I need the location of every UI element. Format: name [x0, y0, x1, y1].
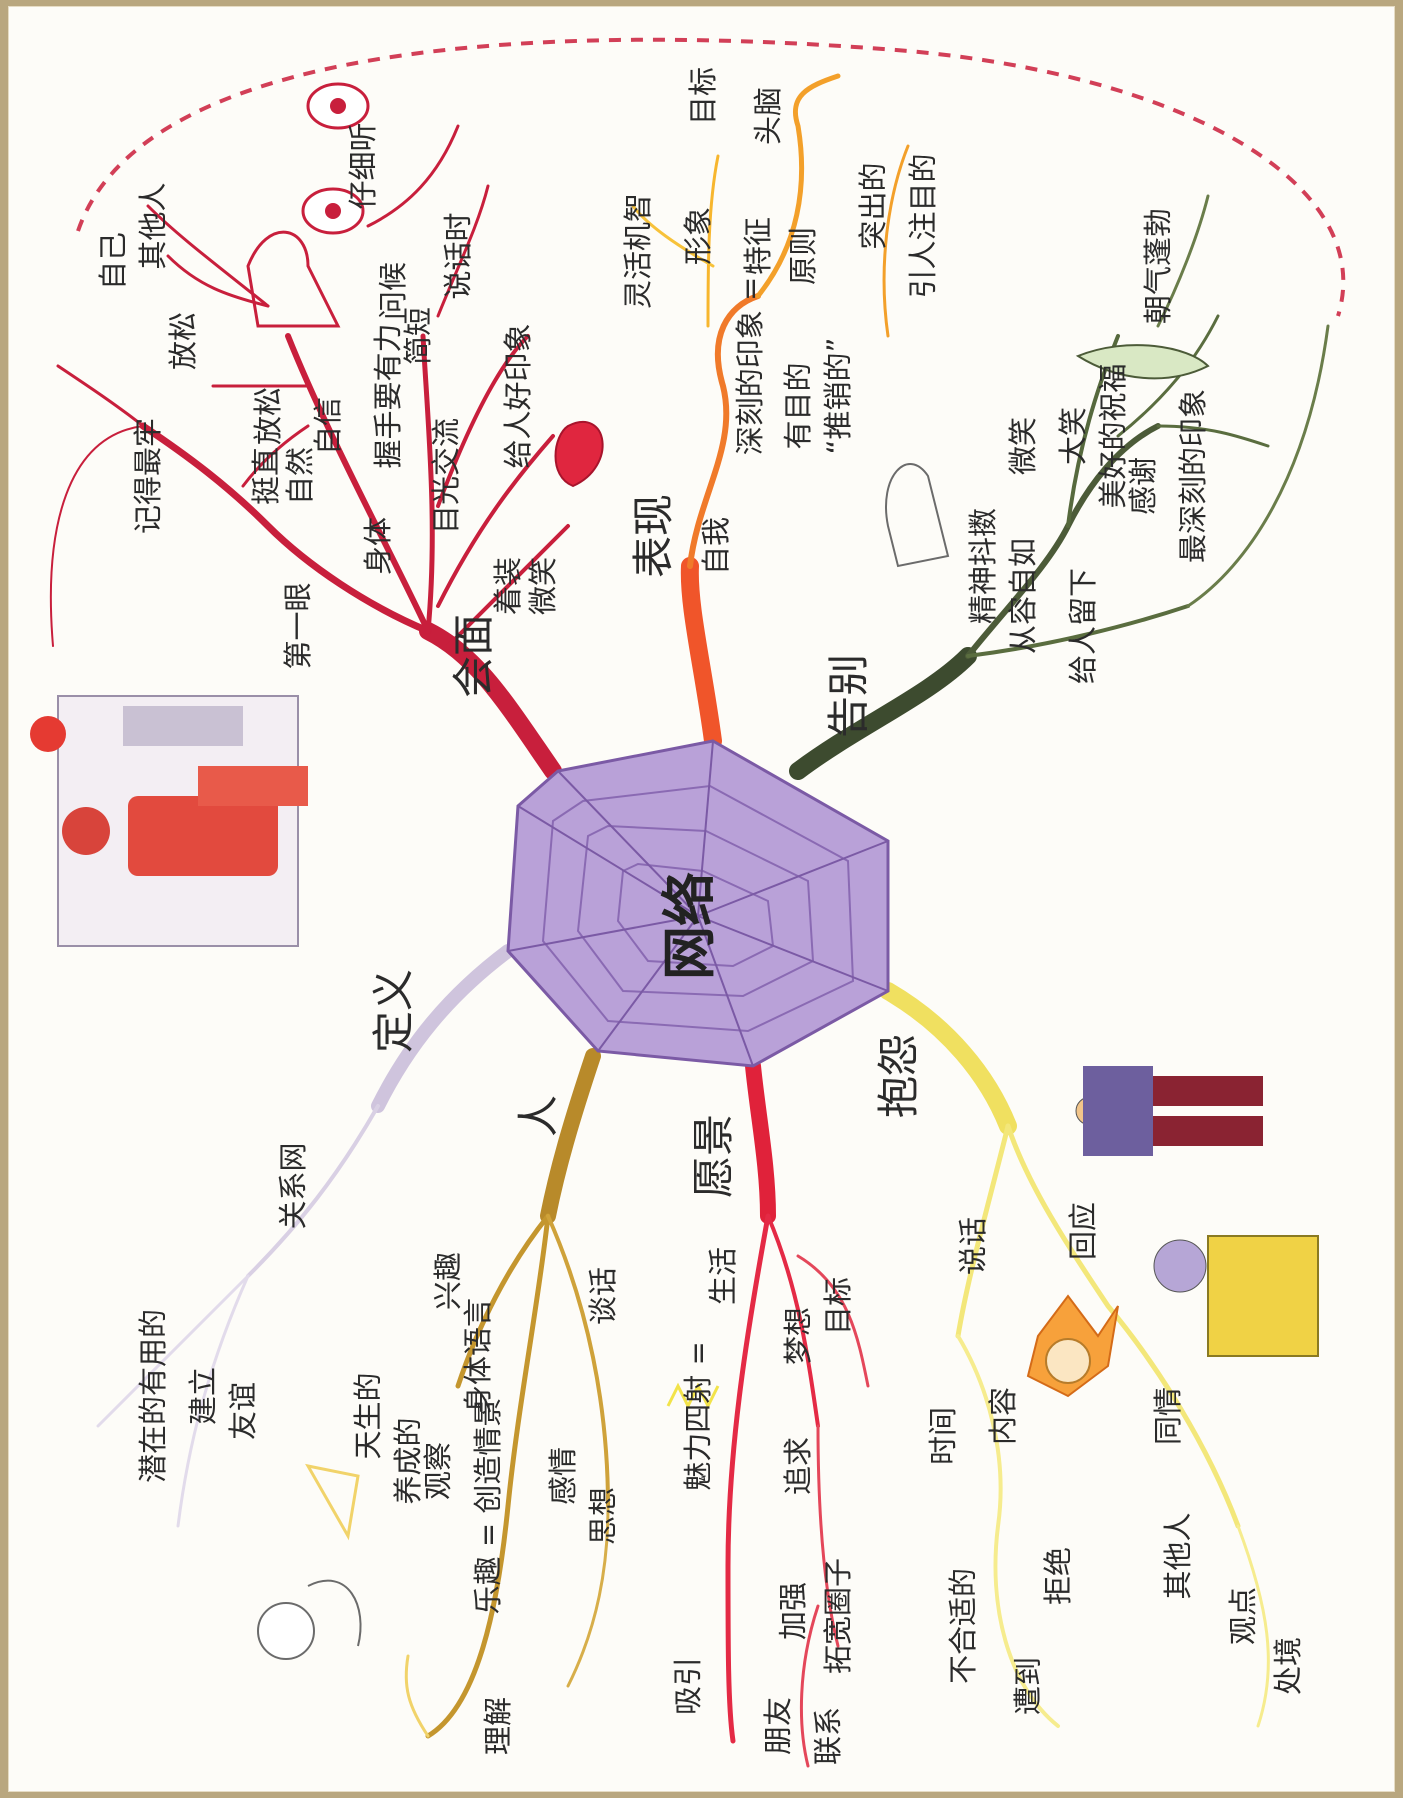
farewell-laugh-label: 大笑	[1056, 407, 1090, 465]
people-feelings-label: 感情	[546, 1447, 580, 1505]
definition-label: 定义	[369, 969, 418, 1053]
complain-sympathy-label: 同情	[1151, 1387, 1185, 1445]
farewell-smile-label: 微笑	[1006, 417, 1040, 475]
farewell-energetic-label: 精神抖擞	[966, 508, 1000, 624]
illustration-mouth	[556, 422, 603, 486]
vision-charm-label: 魅力四射 =	[681, 1341, 715, 1491]
meet-smile-label: 微笑	[526, 557, 560, 615]
illustration-meeting-scene	[30, 696, 308, 946]
people-observe-label: 观察	[421, 1442, 455, 1500]
mind-map-page: 网络 会面 第一眼 身体 挺直 自然 放松 自信 握手要有力 目光交流 给人好印…	[8, 6, 1395, 1792]
definition-potential-label: 潜在的有用的	[136, 1309, 170, 1483]
vision-expand-label: 拓宽圈子	[821, 1558, 855, 1674]
meet-others-label: 其他人	[136, 182, 170, 269]
farewell-wishes-label: 美好的祝福	[1096, 363, 1130, 508]
show-stand-out-label: 突出的	[856, 162, 890, 249]
show-purposeful-label: 有目的	[781, 362, 815, 449]
complain-content-label: 内容	[986, 1387, 1020, 1445]
people-understand-label: 理解	[481, 1697, 515, 1755]
people-conversation-label: 谈话	[586, 1267, 620, 1325]
vision-life-label: 生活	[706, 1247, 740, 1305]
definition-network-label: 关系网	[276, 1142, 310, 1229]
meet-remember-label: 记得最牢	[131, 418, 165, 534]
illustration-woman-talking	[258, 1466, 361, 1659]
definition-build-label: 建立	[186, 1367, 220, 1425]
farewell-thanks-label: 感谢	[1126, 457, 1160, 515]
meet-confidence-label: 自信	[311, 397, 345, 455]
meet-keep-listening-label: 仔细听	[346, 122, 380, 209]
meet-dress-label: 着装	[491, 557, 525, 615]
meet-eye-contact-label: 目光交流	[429, 418, 463, 534]
branch-people	[406, 1056, 608, 1736]
meet-good-impression-label: 给人好印象	[501, 323, 535, 468]
illustration-eye-top	[308, 84, 368, 128]
complain-respond-label: 回应	[1066, 1202, 1100, 1260]
show-promote-label: “推销的”	[821, 337, 855, 454]
branch-farewell	[798, 196, 1328, 771]
meet-brief-label: 简短	[401, 307, 435, 365]
vision-target-label: 目标	[821, 1277, 855, 1335]
complain-time-label: 时间	[926, 1407, 960, 1465]
illustration-angry-face	[1028, 1296, 1118, 1396]
meet-posture-3-label: 放松	[251, 387, 285, 445]
complain-encounter-label: 遭到	[1011, 1657, 1045, 1715]
show-principles-label: 原则	[786, 227, 820, 285]
complain-label: 抱怨	[874, 1034, 923, 1118]
complain-inappropriate-label: 不合适的	[946, 1568, 980, 1684]
vision-friends-label: 朋友	[761, 1697, 795, 1755]
show-image-label: 形象	[681, 207, 715, 265]
people-thoughts-label: 思想	[586, 1487, 620, 1545]
definition-friendship-label: 友谊	[226, 1382, 260, 1440]
vision-label: 愿景	[689, 1114, 738, 1198]
center-label: 网络	[658, 872, 721, 980]
farewell-vigor-label: 朝气蓬勃	[1141, 208, 1175, 324]
vision-contact-label: 联系	[811, 1707, 845, 1765]
meet-label: 会面	[449, 614, 498, 698]
farewell-label: 告别	[824, 654, 873, 738]
vision-dream-label: 梦想	[781, 1307, 815, 1365]
show-self-label: 自我	[699, 517, 733, 575]
meet-relax-label: 放松	[166, 312, 200, 370]
people-cultivated-label: 养成的	[391, 1417, 425, 1504]
complain-situation-label: 处境	[1271, 1637, 1305, 1695]
show-goal-label: 目标	[686, 67, 720, 125]
show-label: 表现	[629, 494, 678, 578]
show-attention-label: 引人注目的	[906, 153, 940, 298]
farewell-deepest-label: 最深刻的印象	[1176, 389, 1210, 563]
meet-when-talking-label: 说话时	[441, 212, 475, 299]
complain-others-label: 其他人	[1161, 1512, 1195, 1599]
illustration-hand-wave	[886, 464, 948, 566]
people-label: 人	[514, 1095, 563, 1137]
vision-attract-label: 吸引	[671, 1657, 705, 1715]
show-traits-label: 特征	[741, 217, 775, 275]
vision-pursue-label: 追求	[781, 1437, 815, 1495]
people-body-language-label: 身体语言	[461, 1298, 495, 1414]
mind-map-canvas: 网络 会面 第一眼 身体 挺直 自然 放松 自信 握手要有力 目光交流 给人好印…	[8, 6, 1395, 1792]
illustration-man-thinking	[1154, 1236, 1318, 1356]
meet-first-look-label: 第一眼	[281, 582, 315, 669]
vision-strengthen-label: 加强	[776, 1582, 810, 1640]
complain-reject-label: 拒绝	[1041, 1547, 1075, 1605]
show-head-label: 头脑	[751, 87, 785, 145]
complain-viewpoint-label: 观点	[1226, 1587, 1260, 1645]
farewell-leave-label: 给人留下	[1066, 568, 1100, 684]
illustration-hand-red	[248, 232, 338, 326]
people-innate-label: 天生的	[351, 1372, 385, 1459]
show-flexible-label: 灵活机智	[621, 193, 655, 309]
meet-body-label: 身体	[361, 517, 395, 575]
show-impression-eq-label: 深刻的印象 =	[733, 277, 767, 456]
meet-posture-1-label: 挺直	[249, 447, 283, 505]
people-interest-label: 兴趣	[431, 1252, 465, 1310]
people-fun-eq-label: 乐趣 = 创造情景	[471, 1398, 505, 1615]
complain-talk-label: 说话	[956, 1217, 990, 1275]
meet-handshake-label: 握手要有力	[371, 323, 405, 468]
farewell-composed-label: 从容自如	[1006, 538, 1040, 654]
illustration-man-standing	[1076, 1066, 1263, 1156]
meet-self-label: 自己	[96, 232, 130, 290]
